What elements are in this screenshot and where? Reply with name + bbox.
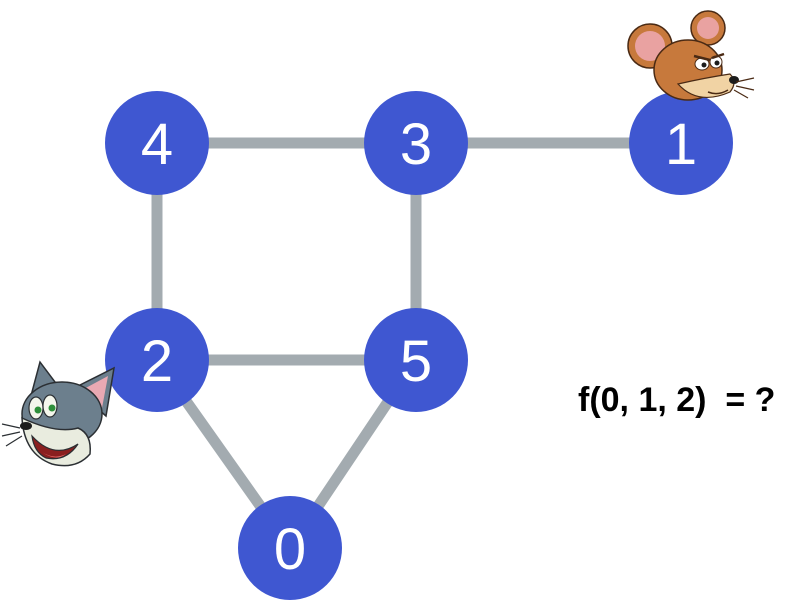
node-label: 1 <box>665 112 697 177</box>
node-label: 4 <box>141 112 173 177</box>
node-0: 0 <box>238 496 342 600</box>
mouse-head-icon <box>627 10 755 101</box>
node-circle <box>629 91 733 195</box>
graph-nodes: 4 3 1 2 5 0 <box>105 91 733 600</box>
node-2: 2 <box>105 308 209 412</box>
node-circle <box>105 308 209 412</box>
node-1: 1 <box>629 91 733 195</box>
cat-head-icon <box>1 360 115 467</box>
node-3: 3 <box>364 91 468 195</box>
node-circle <box>364 91 468 195</box>
node-label: 5 <box>400 329 432 394</box>
node-label: 3 <box>400 112 432 177</box>
node-circle <box>238 496 342 600</box>
node-circle <box>105 91 209 195</box>
node-label: 2 <box>141 329 173 394</box>
node-circle <box>364 308 468 412</box>
node-4: 4 <box>105 91 209 195</box>
node-5: 5 <box>364 308 468 412</box>
node-label: 0 <box>274 517 306 582</box>
formula-text: f(0, 1, 2) = ? <box>578 381 776 419</box>
